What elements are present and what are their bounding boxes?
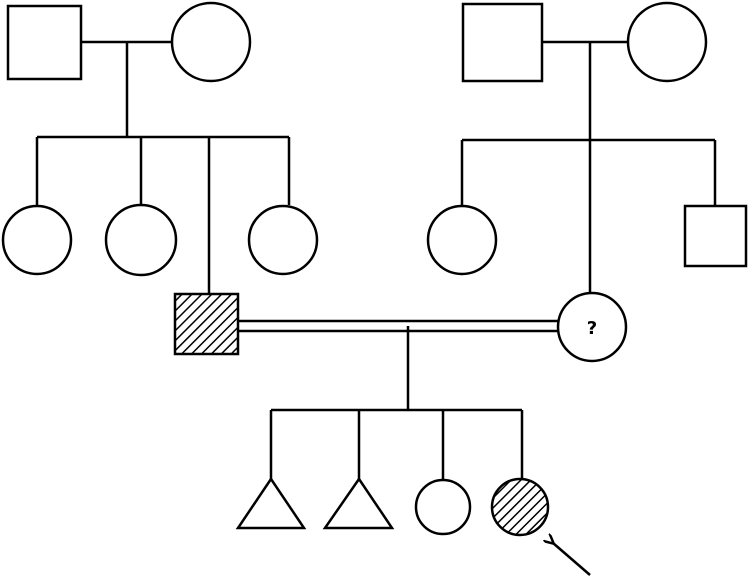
- maternal-grandmother-circle: [626, 1, 708, 83]
- offspring-sibship: [269, 326, 524, 479]
- maternal-grandparents: [461, 1, 708, 295]
- pregnancy-loss-2-triangle: [322, 476, 395, 530]
- unknown-status-mark: ?: [587, 318, 597, 339]
- paternal-sibship: [35, 135, 291, 294]
- maternal-sibship: [460, 138, 717, 206]
- proband-arrow: [553, 543, 591, 576]
- maternal-uncle-square: [683, 204, 748, 268]
- maternal-aunt-circle: [426, 204, 498, 276]
- paternal-grandmother-circle: [170, 1, 252, 83]
- sister-circle: [414, 478, 472, 536]
- paternal-aunt-1-circle: [1, 204, 73, 276]
- paternal-aunt-2-circle: [104, 203, 178, 277]
- paternal-grandparents: [6, 1, 252, 137]
- paternal-grandfather-square: [6, 4, 83, 81]
- father-affected-square: [173, 292, 240, 356]
- proband-affected-circle: [490, 477, 550, 537]
- paternal-aunt-3-circle: [247, 204, 319, 276]
- maternal-grandfather-square: [461, 2, 544, 83]
- pregnancy-loss-1-triangle: [235, 476, 307, 530]
- mother-unknown-circle: [556, 291, 628, 363]
- consanguineous-mating-line: [238, 319, 558, 333]
